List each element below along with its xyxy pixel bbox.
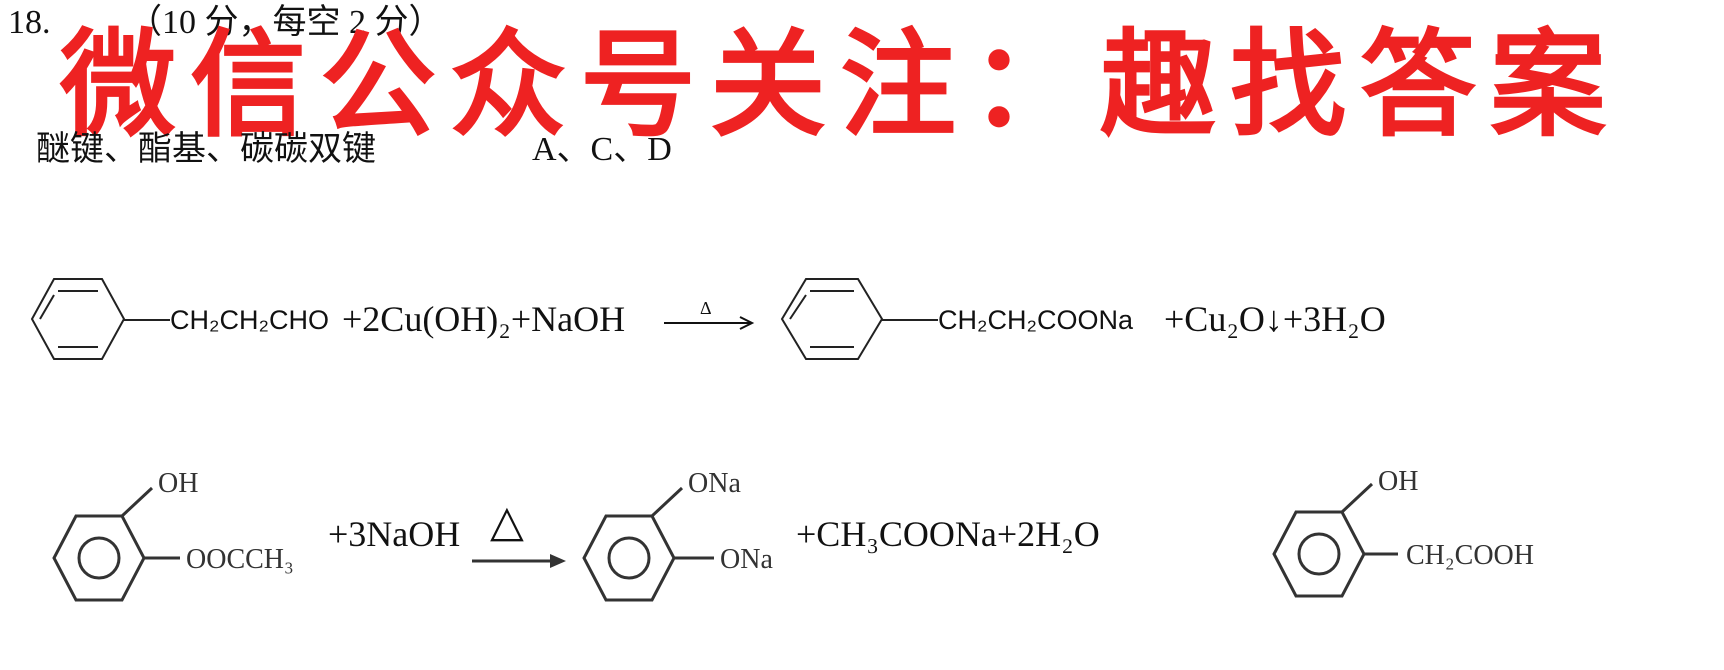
watermark-banner: 微信公众号关注：趣找答案 [60,18,1620,153]
score-note: （10 分，每空 2 分） [128,4,443,41]
eq1-substituent: CH₂CH₂CHO [170,305,329,335]
bond-line [124,319,170,321]
hydroxyphenylacetic-acid-structure: OH CH₂COOH [1272,466,1534,598]
eq2-reactant-oh: OH [158,468,198,499]
eq1-byproducts: +Cu₂O↓+3H₂O [1164,299,1386,339]
eq1-product-substituent: CH₂CH₂COONa [938,305,1133,335]
eq2-product-ona-side: ONa [720,544,773,575]
eq1-reagents: +2Cu(OH)₂+NaOH [342,299,626,339]
question-number: 18. [8,4,51,41]
answer-choices: A、C、D [532,131,672,168]
disodium-phenoxide-structure: ONa ONa [582,468,773,602]
benzene-ring-icon [30,278,126,360]
eq2-byproducts: +CH₃COONa+2H₂O [796,514,1100,554]
eq1-condition: Δ [700,298,712,318]
eq1-arrow-icon [664,316,755,330]
isomer-ch2cooh: CH₂COOH [1406,540,1534,571]
isomer-oh: OH [1378,466,1418,497]
eq2-condition: △ [490,497,524,546]
eq2-reactant-ester: OOCCH₃ [186,544,294,575]
phenol-ester-structure: OH OOCCH₃ [52,468,294,602]
eq2-arrow-icon [472,554,566,568]
benzene-ring-icon [780,278,884,360]
bond-line [882,319,938,321]
eq2-reagent: +3NaOH [328,514,461,554]
answer-functional-groups: 醚键、酯基、碳碳双键 [36,131,376,168]
eq2-product-ona-top: ONa [688,468,741,499]
